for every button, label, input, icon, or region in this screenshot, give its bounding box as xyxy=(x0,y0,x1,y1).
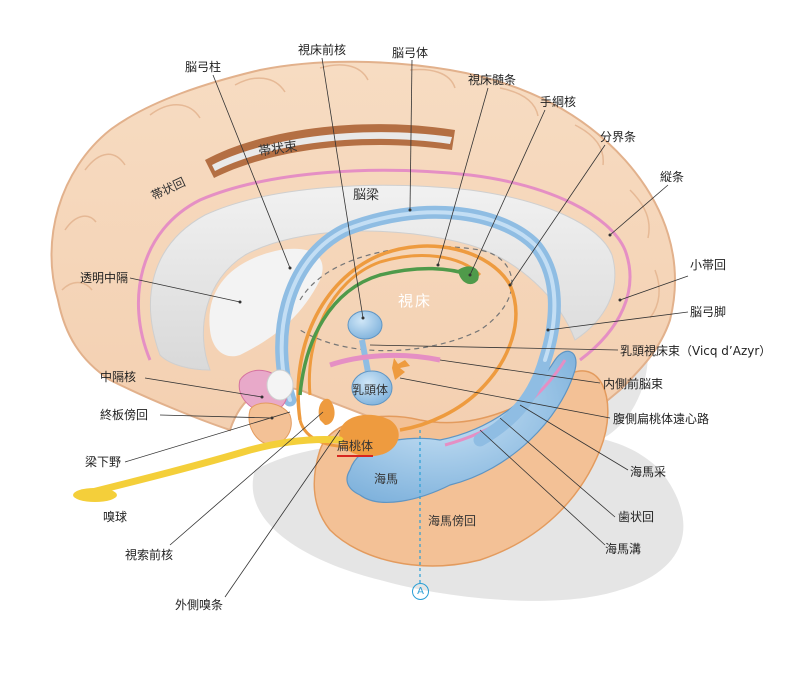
label-parahippocampal-gyrus: 海馬傍回 xyxy=(428,514,477,528)
label-septal-nucleus: 中隔核 xyxy=(100,370,137,384)
label-fornix-column: 脳弓柱 xyxy=(185,60,222,74)
amygdala-shape xyxy=(339,414,399,457)
label-ventral-amygdalofugal: 腹側扁桃体遠心路 xyxy=(613,412,710,426)
cingulum-core xyxy=(212,132,452,171)
label-anterior-thalamic-nucleus: 視床前核 xyxy=(298,43,347,57)
label-lateral-olfactory-stria: 外側嗅条 xyxy=(175,598,224,612)
anterior-commissure xyxy=(266,369,294,401)
leader-lines xyxy=(124,57,689,598)
hippocampus xyxy=(346,350,577,503)
paraterminal-region xyxy=(248,402,292,446)
amygdalofugal-end xyxy=(392,358,410,380)
label-hippocampal-sulcus: 海馬溝 xyxy=(605,542,642,556)
label-stria-medullaris: 視床髄条 xyxy=(468,73,517,87)
section-marker-a: A xyxy=(412,583,429,600)
olfactory-tract xyxy=(76,436,344,499)
label-thalamus: 視床 xyxy=(398,292,433,310)
label-paraterminal-gyrus: 終板傍回 xyxy=(100,408,149,422)
label-amygdala: 扁桃体 xyxy=(337,437,374,457)
label-fornix-body: 脳弓体 xyxy=(392,46,429,60)
label-dentate-gyrus: 歯状回 xyxy=(618,510,655,524)
stria-terminalis xyxy=(296,244,518,432)
label-stria-terminalis: 分界条 xyxy=(600,130,637,144)
habenula xyxy=(458,266,479,285)
stria-medullaris-orange xyxy=(307,254,482,396)
label-corpus-callosum: 脳梁 xyxy=(353,188,380,203)
corpus-callosum xyxy=(150,184,616,371)
label-fimbria: 海馬采 xyxy=(630,465,667,479)
label-mammillothalamic-tract: 乳頭視床束（Vicq d’Azyr） xyxy=(620,344,772,358)
mammillary-body xyxy=(351,370,393,406)
medial-forebrain-bundle xyxy=(329,352,441,368)
thalamus-outline xyxy=(299,245,513,352)
fornix-highlight xyxy=(279,210,557,402)
label-hypothalamus: 梁下野 xyxy=(85,455,122,469)
indusium-griseum xyxy=(137,168,632,362)
green-stria xyxy=(298,266,471,396)
label-olfactory-bulb: 嗅球 xyxy=(103,510,128,524)
label-fasciolar-gyrus: 小帯回 xyxy=(690,258,727,272)
label-longitudinal-stria: 縦条 xyxy=(660,170,685,184)
label-habenular-nucleus: 手綱核 xyxy=(540,95,577,109)
label-mammillary-body: 乳頭体 xyxy=(352,383,389,397)
label-anterior-olfactory-nucleus: 視索前核 xyxy=(125,548,174,562)
label-hippocampus: 海馬 xyxy=(374,472,399,486)
anterior-thalamic-nucleus xyxy=(347,310,383,340)
label-medial-forebrain-bundle: 内側前脳束 xyxy=(603,377,664,391)
label-septum-pellucidum: 透明中隔 xyxy=(80,271,129,285)
leader-dots xyxy=(238,208,622,420)
olfactory-bulb xyxy=(73,488,117,502)
label-crus-of-fornix: 脳弓脚 xyxy=(690,305,727,319)
preoptic-nucleus xyxy=(318,398,335,425)
gyri-bumps xyxy=(61,64,660,319)
